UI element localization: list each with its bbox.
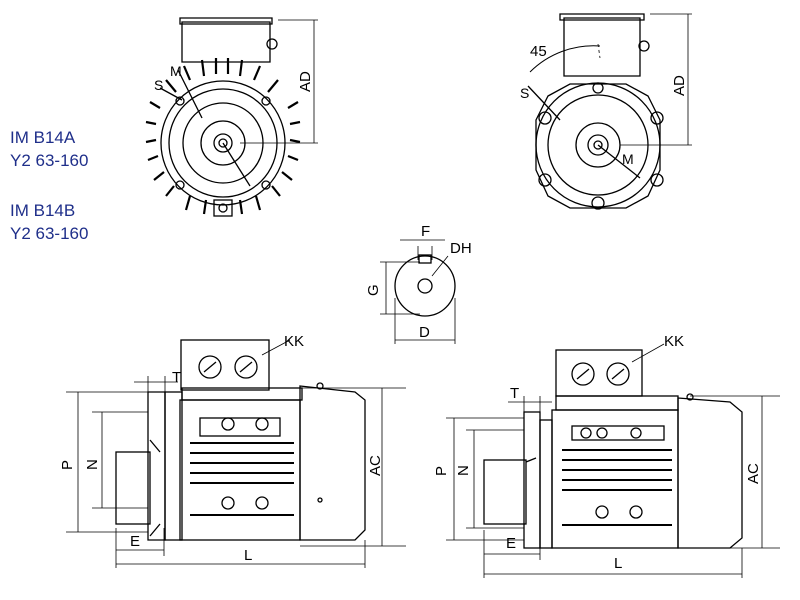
ac-label-b: AC <box>745 463 762 484</box>
n-label-b: N <box>455 465 472 476</box>
f-label: F <box>421 223 430 240</box>
ad-label-b: AD <box>671 75 688 96</box>
front-view-b14a <box>145 17 318 217</box>
e-label-b: E <box>506 535 516 552</box>
l-label-b: L <box>614 555 622 572</box>
d-label: D <box>419 324 430 341</box>
p-label-a: P <box>59 460 76 470</box>
side-view-b14a <box>66 339 406 568</box>
shaft-end-detail <box>380 239 456 344</box>
t-label-a: T <box>172 369 181 386</box>
dh-label: DH <box>450 240 472 257</box>
t-label-b: T <box>510 385 519 402</box>
p-label-b: P <box>433 466 450 476</box>
s-label-a: S <box>154 77 163 93</box>
ad-label-a: AD <box>297 71 314 92</box>
mount-designations: IM B14A Y2 63-160 IM B14B Y2 63-160 <box>10 126 88 245</box>
m-label-b: M <box>622 151 634 167</box>
designation-b14b: IM B14B <box>10 201 76 220</box>
designation-b14a: IM B14A <box>10 128 76 147</box>
n-label-a: N <box>84 459 101 470</box>
range-b14a: Y2 63-160 <box>10 151 89 170</box>
front-view-b14b <box>527 13 692 210</box>
e-label-a: E <box>130 533 140 550</box>
ac-label-a: AC <box>367 455 384 476</box>
range-b14b: Y2 63-160 <box>10 224 89 243</box>
angle-label: 45 <box>530 43 547 60</box>
side-view-b14b <box>446 343 780 578</box>
l-label-a: L <box>244 547 252 564</box>
kk-label-b: KK <box>664 333 684 350</box>
m-label-a: M <box>170 63 182 79</box>
s-label-b: S <box>520 85 529 101</box>
kk-label-a: KK <box>284 333 304 350</box>
g-label: G <box>365 284 382 296</box>
